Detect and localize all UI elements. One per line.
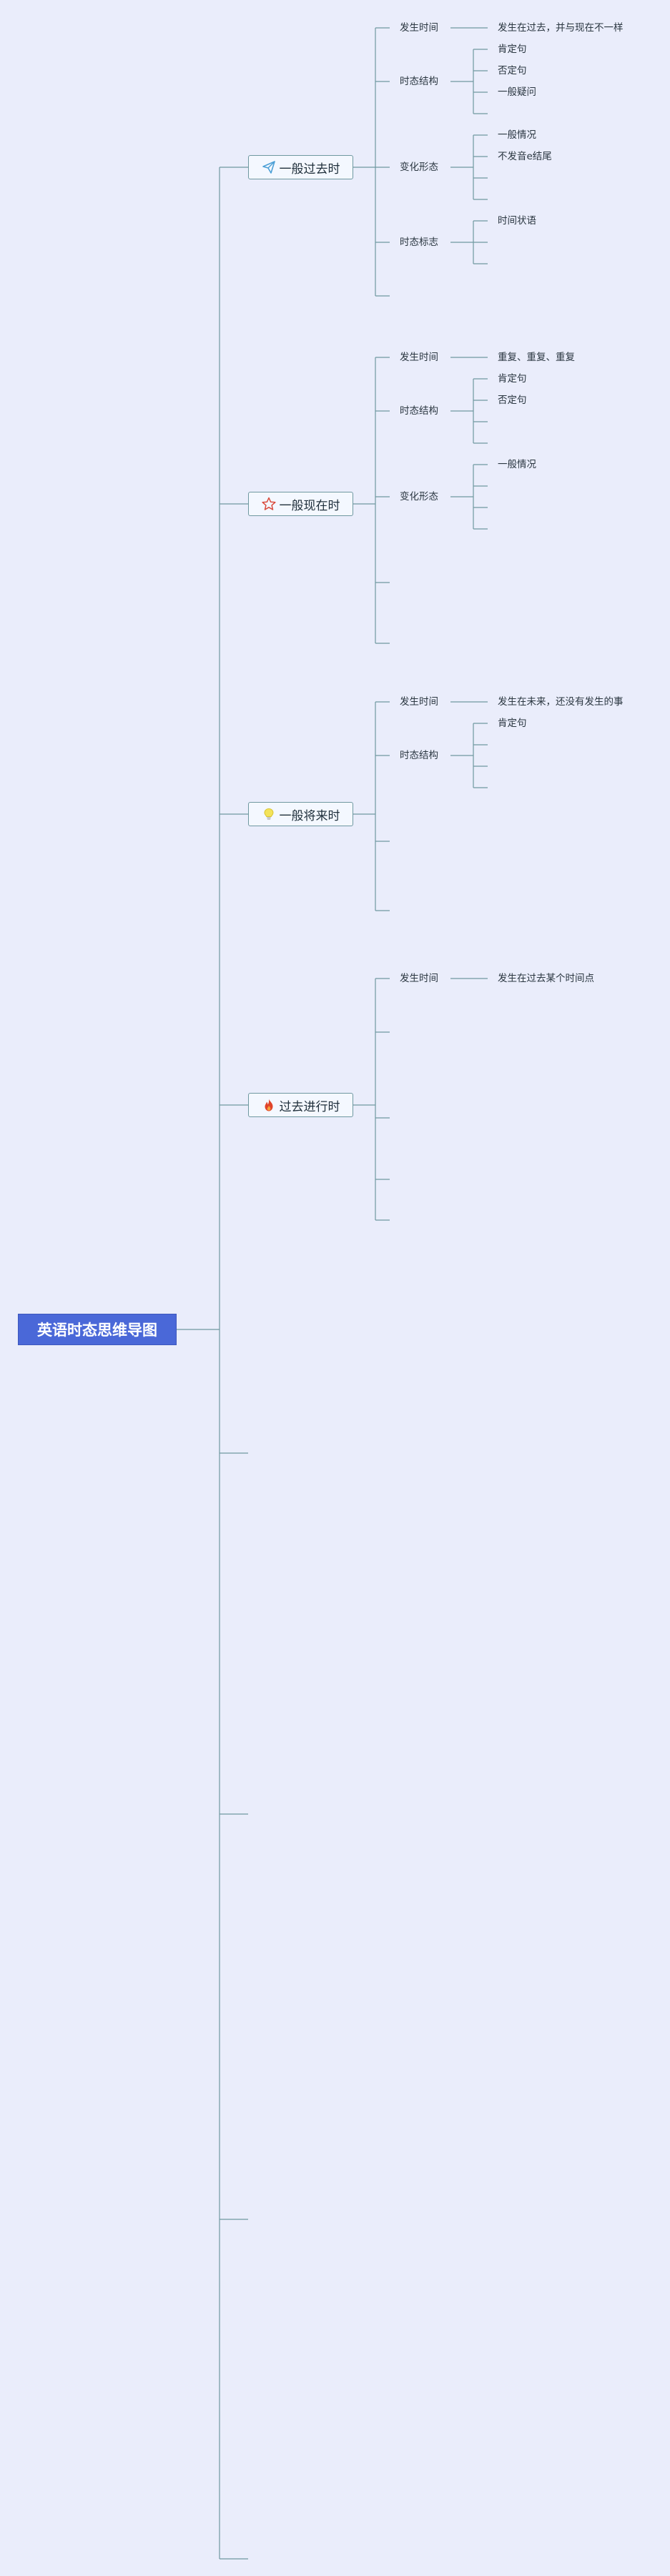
form-change-label[interactable]: 变化形态 (400, 162, 438, 173)
form-item[interactable]: 一般情况 (498, 459, 536, 470)
occurrence-time-detail[interactable]: 发生在未来，还没有发生的事 (498, 696, 624, 708)
structure-item[interactable]: 否定句 (498, 65, 527, 76)
occurrence-time-label[interactable]: 发生时间 (400, 973, 438, 984)
branch-label: 一般过去时 (279, 162, 340, 177)
lightbulb-icon (262, 807, 276, 821)
branch-simple-future[interactable]: 一般将来时 (248, 802, 353, 826)
structure-item[interactable]: 肯定句 (498, 373, 527, 385)
form-item[interactable]: 一般情况 (498, 129, 536, 141)
star-icon (261, 497, 276, 511)
branch-past-continuous[interactable]: 过去进行时 (248, 1093, 353, 1117)
branch-label: 过去进行时 (279, 1099, 340, 1114)
branch-simple-past[interactable]: 一般过去时 (248, 155, 353, 179)
form-change-label[interactable]: 变化形态 (400, 491, 438, 502)
occurrence-time-label[interactable]: 发生时间 (400, 696, 438, 708)
marker-item[interactable]: 时间状语 (498, 215, 536, 227)
tense-structure-label[interactable]: 时态结构 (400, 750, 438, 761)
tense-structure-label[interactable]: 时态结构 (400, 405, 438, 417)
occurrence-time-label[interactable]: 发生时间 (400, 352, 438, 363)
tense-marker-label[interactable]: 时态标志 (400, 237, 438, 248)
form-item[interactable]: 不发音e结尾 (498, 151, 552, 162)
paper-plane-icon (262, 160, 276, 174)
occurrence-time-detail[interactable]: 发生在过去某个时间点 (498, 973, 594, 984)
root-node[interactable]: 英语时态思维导图 (18, 1314, 177, 1345)
occurrence-time-detail[interactable]: 发生在过去，并与现在不一样 (498, 22, 624, 34)
branch-label: 一般将来时 (279, 808, 340, 823)
occurrence-time-detail[interactable]: 重复、重复、重复 (498, 352, 575, 363)
structure-item[interactable]: 肯定句 (498, 718, 527, 729)
structure-item[interactable]: 否定句 (498, 395, 527, 406)
flame-icon (262, 1098, 276, 1112)
branch-label: 一般现在时 (279, 498, 340, 513)
tense-structure-label[interactable]: 时态结构 (400, 76, 438, 87)
occurrence-time-label[interactable]: 发生时间 (400, 22, 438, 34)
branch-simple-present[interactable]: 一般现在时 (248, 492, 353, 516)
structure-item[interactable]: 肯定句 (498, 44, 527, 55)
structure-item[interactable]: 一般疑问 (498, 86, 536, 98)
